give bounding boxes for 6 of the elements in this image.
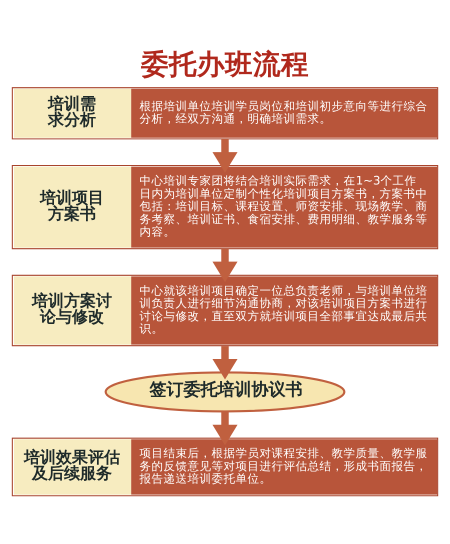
diagram-title: 委托办班流程 bbox=[140, 48, 309, 81]
node-ellipse: 签订委托培训协议书 bbox=[104, 371, 346, 412]
arrow bbox=[212, 346, 238, 380]
arrow bbox=[212, 138, 238, 173]
arrow bbox=[212, 412, 238, 446]
arrow bbox=[212, 248, 238, 282]
